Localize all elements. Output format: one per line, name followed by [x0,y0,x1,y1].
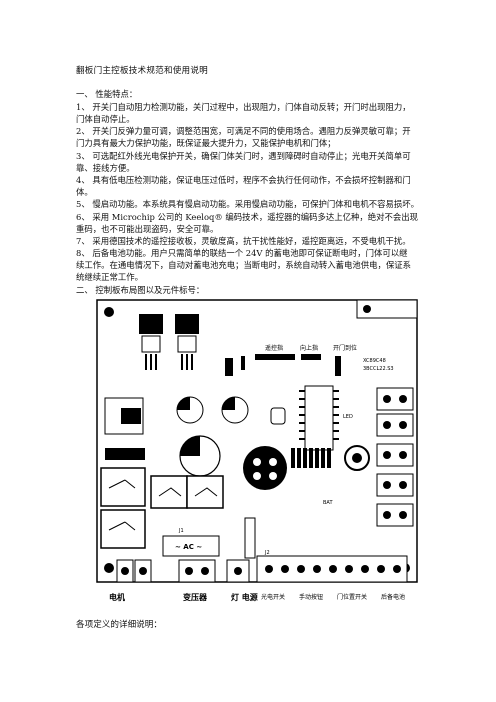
mcu-chip [304,385,334,451]
feature-line: 6、 采用 Microchip 公司的 Keeloq® 编码技术，遥控器的编码多… [76,212,419,222]
crystal [270,407,286,425]
pcb-diagram: 遥控指 向上指 开门到位 XC89C48 3BCCL22.S3 [96,299,418,602]
power-resistor [244,517,256,559]
transformer-socket [243,446,287,490]
relay [100,509,146,549]
regulator [177,335,197,353]
chip-label: 3BCCL22.S3 [363,366,394,372]
bottom-label: 后备电池 [381,593,405,601]
small-components [225,354,341,376]
header-label: 向上指 [300,344,318,352]
feature-line: 3、 可选配红外线光电保护开关，确保门体关门时，遇到障碍时自动停止；光电开关简单… [76,151,411,161]
bottom-label: 门位置开关 [337,593,367,601]
j2-label: J2 [264,550,270,556]
feature-line: 2、 开关门反弹力量可调，调整范围宽，可满足不同的使用场合。遇阻力反弹灵敏可靠；… [76,126,411,136]
feature-line: 重码，也不可能出现盗码，安全可靠。 [76,224,219,234]
j1-label: J1 [178,528,184,534]
terminal-screws [383,395,407,519]
section-heading: 一、 性能特点： [76,89,138,99]
chip-label: XC89C48 [363,358,386,364]
bottom-label: 灯 电源 [231,592,258,602]
feature-line: 体。 [76,187,93,197]
section-heading: 二、 控制板布局图以及元件标号： [76,285,205,295]
bat-label: BAT [323,500,333,506]
bottom-label: 电机 [109,592,125,602]
heatsink [175,314,199,334]
mcu-pins [299,390,339,440]
board-layout-figure: 遥控指 向上指 开门到位 XC89C48 3BCCL22.S3 [95,298,420,608]
mount-hole [104,563,114,573]
document-title: 翻板门主控板技术规范和使用说明 [76,66,208,76]
feature-line: 8、 后备电池功能。用户只需简单的联结一个 24V 的蓄电池即可保证断电时，门体… [76,248,408,258]
bottom-label: 光电开关 [261,593,285,601]
header-label: 遥控指 [265,344,283,352]
led-label: LED [343,414,353,420]
regulator-pins [145,354,193,370]
caption: 各项定义的详细说明： [76,620,162,630]
bottom-screws [121,565,401,575]
right-terminals [376,387,414,527]
feature-line: 5、 慢启动功能。本系统具有慢启动功能。采用慢启动功能，可保护门体和电机不容易损… [76,199,419,209]
heatsink [139,314,163,334]
mount-hole [104,307,114,317]
bottom-label: 变压器 [183,592,208,602]
feature-line: 靠、接线方便。 [76,163,135,173]
relay [150,475,188,509]
feature-line: 续工作。在通电情况下，自动对蓄电池充电；当断电时，系统自动转入蓄电池供电，保证系 [76,260,411,270]
resistor-array [291,448,331,468]
regulator [141,335,161,353]
bottom-label: 手动按钮 [299,593,323,601]
feature-line: 门力具有最大力保护功能，既保证最大提升力，又能保护电机和门体； [76,138,336,148]
feature-line: 7、 采用德国技术的遥控接收板，灵敏度高，抗干扰性能好，遥控距离远，不受电机干扰… [76,236,411,246]
relay [100,467,146,507]
relay [186,475,224,509]
fuse [105,448,145,460]
top-right-connector [356,299,418,319]
feature-line: 4、 具有低电压检测功能，保证电压过低时，程序不会执行任何动作，不会损坏控制器和… [76,175,411,185]
ac-label: ~ AC ~ [175,543,202,551]
feature-line: 门体自动停止。 [76,114,135,124]
feature-line: 1、 开关门自动阻力检测功能，关门过程中，出现阻力，门体自动反转；开门时出现阻力… [76,102,411,112]
feature-line: 统继续正常工作。 [76,272,143,282]
relay-symbols [108,479,218,531]
header-label: 开门到位 [333,344,357,352]
ac-connector [162,535,220,557]
